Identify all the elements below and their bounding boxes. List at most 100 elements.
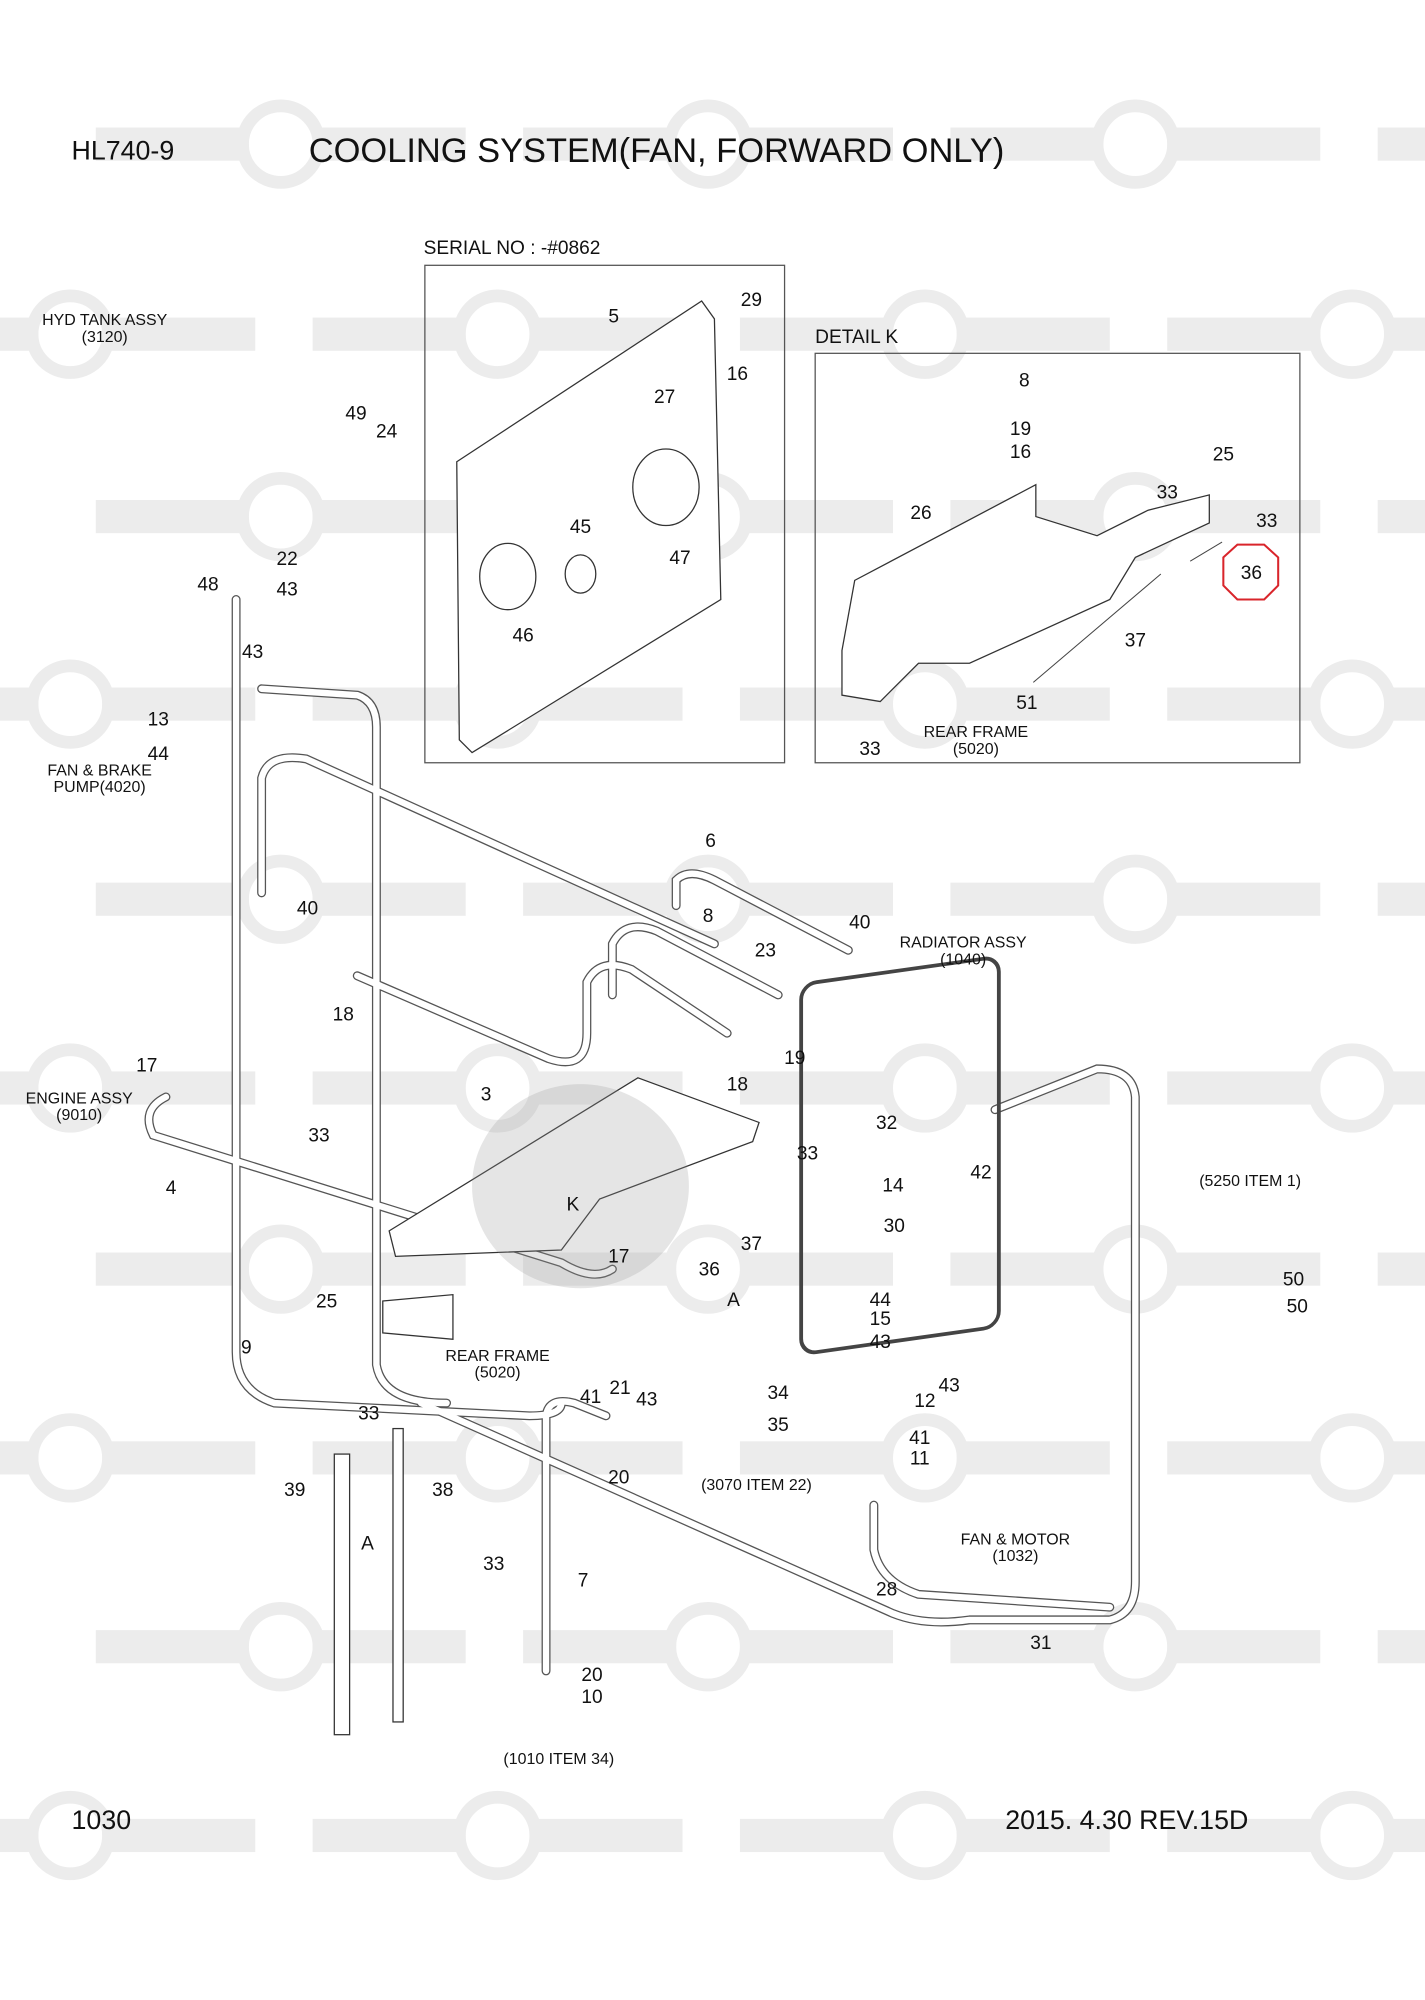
watermark-logo-banner: [739, 882, 893, 916]
watermark-logo-banner: [529, 1818, 683, 1853]
watermark-logo-ring: [663, 99, 753, 189]
callout-16: 16: [727, 364, 748, 385]
annotation-label: REAR FRAME: [924, 724, 1029, 741]
watermark-logo-banner: [95, 1252, 249, 1286]
annotations-layer: HYD TANK ASSY(3120) FAN & BRAKEPUMP(4020)…: [26, 312, 1301, 1768]
annotation-label: HYD TANK ASSY: [42, 312, 168, 329]
seal-part: [479, 542, 537, 611]
callout-10: 10: [581, 1687, 602, 1708]
watermark-logo-ring: [880, 289, 970, 379]
watermark-logo-banner: [956, 687, 1110, 721]
detail-k-box: [814, 352, 1301, 764]
seal-part: [632, 448, 700, 527]
pipe-inner: [672, 870, 852, 954]
callout-20: 20: [608, 1467, 629, 1488]
annotation-label: FAN & MOTOR: [961, 1532, 1071, 1549]
watermark-logo-banner: [956, 1441, 1110, 1475]
callout-19: 19: [1010, 419, 1031, 440]
callout-12: 12: [914, 1391, 935, 1412]
callout-17: 17: [608, 1247, 629, 1268]
watermark-logo-banner: [1377, 127, 1425, 161]
annotation-label: RADIATOR ASSY: [900, 935, 1027, 952]
annotation-label: (3120): [82, 329, 128, 346]
watermark-logo-banner: [95, 1630, 249, 1664]
callout-29: 29: [741, 290, 762, 311]
callout-50: 50: [1287, 1297, 1308, 1318]
callout-37: 37: [741, 1234, 762, 1255]
watermark-logo-banner: [1167, 882, 1321, 916]
annotation-label: PUMP(4020): [54, 779, 146, 796]
callout-49: 49: [345, 404, 366, 425]
watermark-logo-ring: [236, 1224, 326, 1314]
annotation-label: (5020): [953, 741, 999, 758]
watermark-logo-banner: [95, 882, 249, 916]
seal-strip-38: [392, 1427, 404, 1723]
annotation-label: (1032): [992, 1548, 1038, 1565]
pipe-inner: [232, 596, 565, 1420]
callout-33: 33: [308, 1126, 329, 1147]
annotation-label: (3070 ITEM 22): [701, 1477, 812, 1494]
watermark-logo-banner: [1167, 1441, 1321, 1475]
watermark-logo-banner: [950, 882, 1104, 916]
callout-48: 48: [197, 575, 218, 596]
watermark-logo-banner: [1167, 127, 1321, 161]
callout-A: A: [361, 1534, 374, 1555]
watermark-logo-ring: [663, 1602, 753, 1692]
callout-21: 21: [609, 1378, 630, 1399]
highlight-hexagon-36: [1222, 543, 1280, 601]
pipe-inner: [609, 923, 782, 999]
watermark-logo-ring: [25, 1413, 115, 1503]
watermark-logo-ring: [452, 289, 543, 379]
callout-44: 44: [148, 744, 170, 765]
watermark-logo-ring: [880, 1043, 970, 1133]
watermark-logo-banner: [1377, 882, 1425, 916]
watermark-logo-ring: [880, 1413, 970, 1503]
watermark-logo-banner: [1167, 1252, 1321, 1286]
watermark-logo-ring: [1307, 1413, 1397, 1503]
callout-33: 33: [1157, 483, 1178, 504]
watermark-logo-banner: [739, 1818, 893, 1853]
callout-31: 31: [1030, 1633, 1051, 1654]
callout-16: 16: [1010, 442, 1031, 463]
watermark-logo-banner: [312, 1071, 466, 1105]
callout-17: 17: [136, 1055, 157, 1076]
callout-47: 47: [669, 548, 690, 569]
annotation-label: FAN & BRAKE: [47, 763, 152, 780]
callout-24: 24: [376, 422, 398, 443]
callout-33: 33: [358, 1404, 379, 1425]
callout-42: 42: [970, 1163, 991, 1184]
watermark-logo-banner: [956, 317, 1110, 351]
callout-44: 44: [870, 1290, 892, 1311]
watermark-logo-ring: [1090, 1602, 1180, 1692]
page-title: COOLING SYSTEM(FAN, FORWARD ONLY): [309, 132, 1005, 170]
watermark-logo-ring: [880, 1790, 970, 1881]
callout-A: A: [727, 1290, 740, 1311]
seal-strip-part: [1189, 541, 1223, 562]
callout-22: 22: [276, 549, 297, 570]
annotation-label: (1010 ITEM 34): [503, 1751, 614, 1768]
annotation-label: (1040): [940, 951, 986, 968]
callout-32: 32: [876, 1113, 897, 1134]
watermark-logo-ring: [236, 854, 326, 944]
watermark-logo-ring: [25, 1043, 115, 1133]
callout-19: 19: [784, 1048, 805, 1069]
watermark-logo-banner: [739, 500, 893, 534]
shroud-plate-part: [388, 1077, 760, 1258]
cover-plate-part: [841, 483, 1210, 703]
watermark-logo-banner: [950, 1630, 1104, 1664]
watermark-logo-banner: [312, 1252, 466, 1286]
watermark-logo-banner: [102, 1818, 256, 1853]
callout-43: 43: [870, 1332, 891, 1353]
annotation-label: (5020): [475, 1365, 521, 1382]
watermark-logo-ring: [452, 1790, 543, 1881]
callout-33: 33: [1256, 511, 1277, 532]
watermark-logo-banner: [95, 500, 249, 534]
watermark-logo-ring: [1307, 1043, 1397, 1133]
callout-9: 9: [241, 1337, 252, 1358]
watermark-logo-banner: [312, 127, 466, 161]
callout-43: 43: [938, 1376, 959, 1397]
watermark-logo-banner: [739, 1630, 893, 1664]
callout-43: 43: [242, 642, 263, 663]
